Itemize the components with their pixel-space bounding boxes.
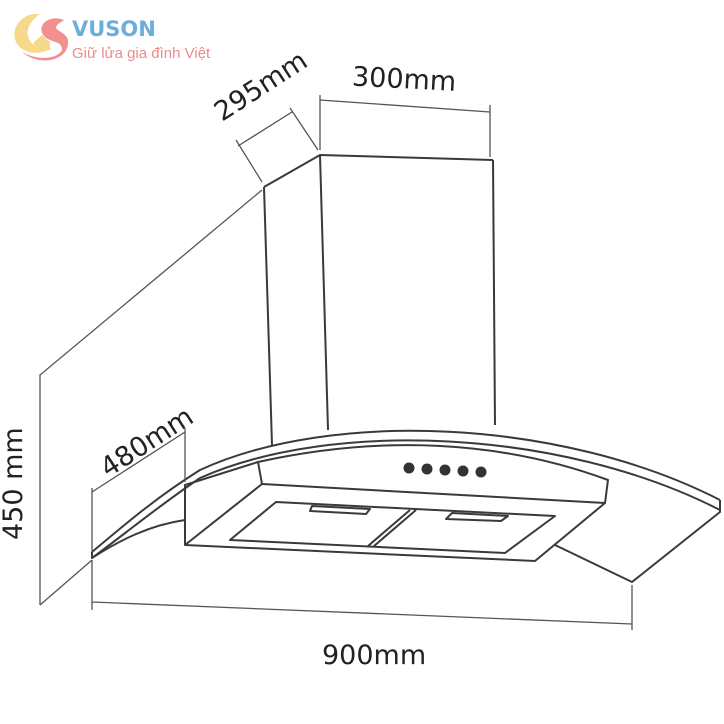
vuson-logo: VUSON Giữ lửa gia đình Việt (14, 13, 211, 62)
control-button-4[interactable] (457, 465, 469, 477)
dim-line-300 (319, 95, 491, 157)
filter-handle-right (445, 512, 509, 522)
dim-label-depth-hood: 480mm (95, 401, 199, 484)
chimney (263, 154, 496, 446)
logo-slogan: Giữ lửa gia đình Việt (72, 45, 211, 62)
chimney-edge-right (492, 159, 496, 426)
glass-left-edge (91, 519, 186, 559)
glass-right-edge (554, 500, 721, 583)
glass-inner-edge (91, 439, 721, 559)
body-outline (184, 444, 609, 562)
dim-line-900 (91, 560, 633, 630)
chimney-edge-front (319, 154, 329, 431)
filter-tray (229, 501, 556, 554)
wall-base-line (39, 559, 93, 606)
control-button-3[interactable] (439, 464, 451, 476)
body-left-edge (184, 483, 263, 546)
control-buttons (403, 462, 487, 478)
control-button-5[interactable] (475, 466, 487, 478)
dim-label-height: 450 mm (0, 427, 29, 540)
chimney-top (263, 154, 494, 188)
filter-handle-left (309, 505, 371, 515)
control-button-2[interactable] (421, 463, 433, 475)
dim-line-480 (91, 428, 186, 552)
dim-label-width-hood: 900mm (322, 640, 426, 671)
house-icon (34, 35, 50, 50)
glass-canopy (91, 429, 721, 583)
chimney-edge-left (263, 186, 273, 446)
dim-line-295 (235, 107, 319, 183)
logo-swirl-yellow (14, 13, 52, 53)
filter-divider (367, 509, 417, 547)
dim-label-depth-duct: 295mm (209, 45, 313, 128)
hood-body (184, 444, 609, 562)
dim-label-width-duct: 300mm (351, 62, 457, 98)
glass-top-edge (91, 429, 721, 553)
logo-swirl-pink (22, 18, 69, 61)
logo-brand: VUSON (72, 17, 156, 41)
control-button-1[interactable] (403, 462, 415, 474)
wall-outline (39, 189, 263, 605)
